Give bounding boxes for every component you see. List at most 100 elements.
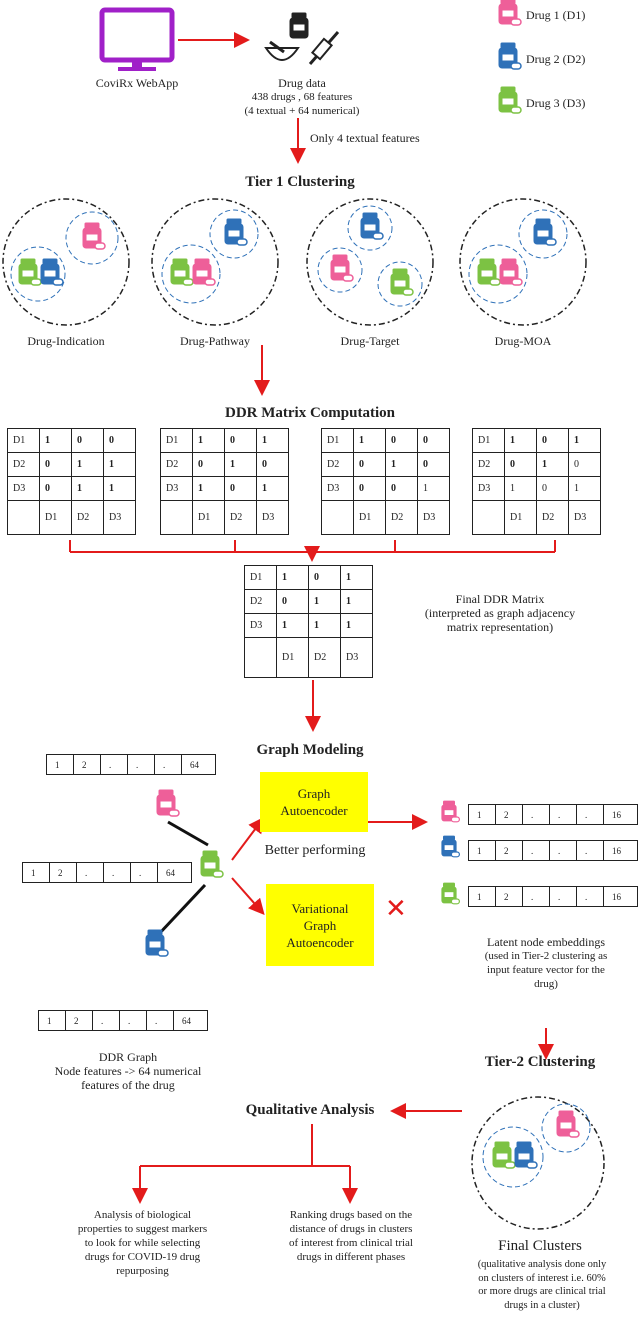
- input-feature-vector: 1 2 . . . 64: [22, 862, 192, 883]
- matrix-cell: 1: [256, 476, 289, 501]
- text-line: properties to suggest markers: [77, 1223, 208, 1235]
- col-label: D3: [417, 500, 450, 535]
- reject-icon: ✕: [385, 894, 407, 924]
- input-feature-vector: 1 2 . . . 64: [38, 1010, 208, 1031]
- row-label: D3: [321, 476, 354, 501]
- matrix-cell: 1: [192, 428, 225, 453]
- text-line: distance of drugs in clusters: [289, 1223, 413, 1235]
- text-line: drugs for COVID-19 drug: [84, 1251, 201, 1263]
- vector-cell: .: [154, 754, 182, 775]
- vgae-line: Graph: [303, 917, 337, 933]
- vector-cell: 2: [495, 804, 523, 825]
- tier2-cluster: [471, 1096, 605, 1230]
- matrix-cell: 1: [385, 452, 418, 477]
- webapp-icon: [99, 7, 175, 71]
- col-label: D1: [353, 500, 386, 535]
- gae-line: Autoencoder: [280, 803, 348, 818]
- vector-cell: .: [130, 862, 158, 883]
- row-label: D1: [244, 565, 277, 590]
- matrix-cell: 1: [353, 428, 386, 453]
- row-label: D1: [7, 428, 40, 453]
- matrix-cell: 0: [353, 476, 386, 501]
- matrix-cell: 1: [568, 476, 601, 501]
- caption-line: Latent node embeddings: [487, 935, 605, 949]
- matrix-cell: 0: [276, 589, 309, 614]
- qualitative-title: Qualitative Analysis: [245, 1102, 375, 1118]
- matrix-cell: 0: [536, 476, 569, 501]
- matrix-cell: 0: [224, 428, 257, 453]
- vector-cell: .: [576, 804, 604, 825]
- qualitative-split: [132, 1124, 358, 1204]
- cluster-label: Drug-Indication: [27, 334, 105, 348]
- vector-cell: .: [522, 804, 550, 825]
- row-label: D2: [472, 452, 505, 477]
- vector-cell: .: [549, 840, 577, 861]
- drug-data-caption: Drug data 438 drugs , 68 features (4 tex…: [222, 76, 382, 118]
- matrix-cell: 0: [71, 428, 104, 453]
- matrix-cell: 1: [71, 452, 104, 477]
- matrix-corner: [321, 500, 354, 535]
- final-clusters-note: (qualitative analysis done only on clust…: [448, 1258, 636, 1312]
- legend-d1-label: Drug 1 (D1): [526, 8, 586, 22]
- legend-d1-icon: [498, 0, 522, 26]
- vector-cell: 1: [38, 1010, 66, 1031]
- cluster-target: [306, 198, 434, 326]
- matrix-cell: 1: [192, 476, 225, 501]
- webapp-label: CoviRx WebApp: [95, 76, 179, 90]
- output-embedding-vector: 1 2 . . . 16: [468, 886, 638, 907]
- caption-line: Node features -> 64 numerical: [54, 1064, 202, 1078]
- caption-line: Final DDR Matrix: [455, 592, 545, 606]
- text-line: Ranking drugs based on the: [289, 1209, 413, 1221]
- vector-cell: .: [76, 862, 104, 883]
- caption-line: (used in Tier-2 clustering as: [484, 950, 608, 962]
- vector-cell: .: [549, 804, 577, 825]
- cluster-label: Drug-Pathway: [180, 334, 250, 348]
- embedding-d1-icon: [441, 800, 460, 823]
- matrix-corner: [160, 500, 193, 535]
- tier1-title: Tier 1 Clustering: [245, 174, 355, 190]
- row-label: D1: [160, 428, 193, 453]
- output-embedding-vector: 1 2 . . . 16: [468, 804, 638, 825]
- ddr-graph-caption: DDR Graph Node features -> 64 numerical …: [28, 1050, 228, 1092]
- matrix-cell: 1: [417, 476, 450, 501]
- cluster-indication: [2, 198, 130, 326]
- legend-d3-label: Drug 3 (D3): [526, 96, 586, 110]
- drug-data-line: (4 textual + 64 numerical): [244, 105, 360, 117]
- vector-cell: 64: [181, 754, 216, 775]
- cluster-moa: [459, 198, 587, 326]
- vector-cell: 2: [73, 754, 101, 775]
- matrix-cell: 1: [308, 613, 341, 638]
- caption-line: DDR Graph: [98, 1050, 158, 1064]
- row-label: D2: [160, 452, 193, 477]
- matrix-cell: 0: [192, 452, 225, 477]
- col-label: D1: [39, 500, 72, 535]
- caption-line: input feature vector for the: [487, 964, 605, 976]
- matrix-cell: 0: [39, 452, 72, 477]
- col-label: D2: [385, 500, 418, 535]
- matrix-cell: 1: [536, 452, 569, 477]
- vector-cell: 1: [22, 862, 50, 883]
- vector-cell: 64: [157, 862, 192, 883]
- embedding-d3-icon: [441, 882, 460, 905]
- col-label: D1: [504, 500, 537, 535]
- vector-cell: .: [100, 754, 128, 775]
- vector-cell: 1: [46, 754, 74, 775]
- vector-cell: .: [127, 754, 155, 775]
- row-label: D2: [244, 589, 277, 614]
- only-textual-label: Only 4 textual features: [310, 131, 420, 145]
- vgae-line: Variational: [291, 900, 349, 916]
- matrix-cell: 0: [308, 565, 341, 590]
- row-label: D3: [472, 476, 505, 501]
- text-line: drugs in different phases: [296, 1251, 406, 1263]
- vector-cell: 16: [603, 886, 638, 907]
- ddr-graph: [145, 789, 224, 957]
- matrix-cell: 1: [340, 565, 373, 590]
- graph-modeling-title: Graph Modeling: [256, 742, 364, 758]
- vector-cell: 1: [468, 840, 496, 861]
- vector-cell: 64: [173, 1010, 208, 1031]
- ddr-merge-bracket: [69, 540, 556, 562]
